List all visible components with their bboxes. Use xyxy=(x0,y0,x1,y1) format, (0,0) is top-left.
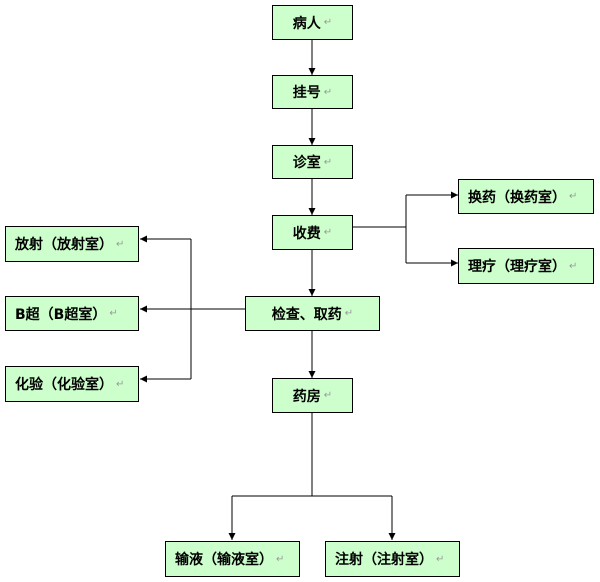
box-label: 收费 xyxy=(292,225,321,242)
paragraph-mark: ↵ xyxy=(116,238,125,250)
box-label: 输液（输液室） xyxy=(175,552,273,568)
box-infusion: 输液（输液室）↵ xyxy=(165,541,300,577)
box-label: 注射（注射室） xyxy=(335,552,433,568)
box-lab: 化验（化验室）↵ xyxy=(5,366,139,402)
paragraph-mark: ↵ xyxy=(323,227,333,238)
paragraph-mark: ↵ xyxy=(116,378,125,390)
box-physio: 理疗（理疗室）↵ xyxy=(458,248,594,284)
box-label: 换药（换药室） xyxy=(468,189,566,206)
paragraph-mark: ↵ xyxy=(323,17,333,28)
box-label: 放射（放射室） xyxy=(15,237,113,253)
paragraph-mark: ↵ xyxy=(436,553,445,565)
paragraph-mark: ↵ xyxy=(323,390,333,401)
paragraph-mark: ↵ xyxy=(569,260,578,272)
box-clinic: 诊室↵ xyxy=(272,145,353,179)
box-exam: 检查、取药↵ xyxy=(245,296,380,331)
box-ultrasound: B超（B超室）↵ xyxy=(5,296,139,331)
box-radiology: 放射（放射室）↵ xyxy=(5,226,139,262)
box-label: 挂号 xyxy=(292,85,321,101)
box-label: 理疗（理疗室） xyxy=(468,259,566,275)
box-label: 诊室 xyxy=(292,155,321,171)
box-label: 药房 xyxy=(292,388,321,405)
paragraph-mark: ↵ xyxy=(323,86,333,98)
box-injection: 注射（注射室）↵ xyxy=(325,541,460,577)
paragraph-mark: ↵ xyxy=(276,553,285,565)
box-label: B超（B超室） xyxy=(15,306,107,323)
box-dressing: 换药（换药室）↵ xyxy=(458,179,594,214)
box-label: 病人 xyxy=(292,15,321,32)
box-label: 化验（化验室） xyxy=(15,377,113,393)
box-patient: 病人↵ xyxy=(272,5,353,40)
box-cashier: 收费↵ xyxy=(272,215,353,250)
paragraph-mark: ↵ xyxy=(569,191,578,202)
paragraph-mark: ↵ xyxy=(109,308,118,319)
box-pharmacy: 药房↵ xyxy=(272,378,353,413)
box-label: 检查、取药 xyxy=(271,306,342,323)
box-register: 挂号↵ xyxy=(272,75,353,109)
paragraph-mark: ↵ xyxy=(323,156,333,168)
paragraph-mark: ↵ xyxy=(344,308,354,319)
